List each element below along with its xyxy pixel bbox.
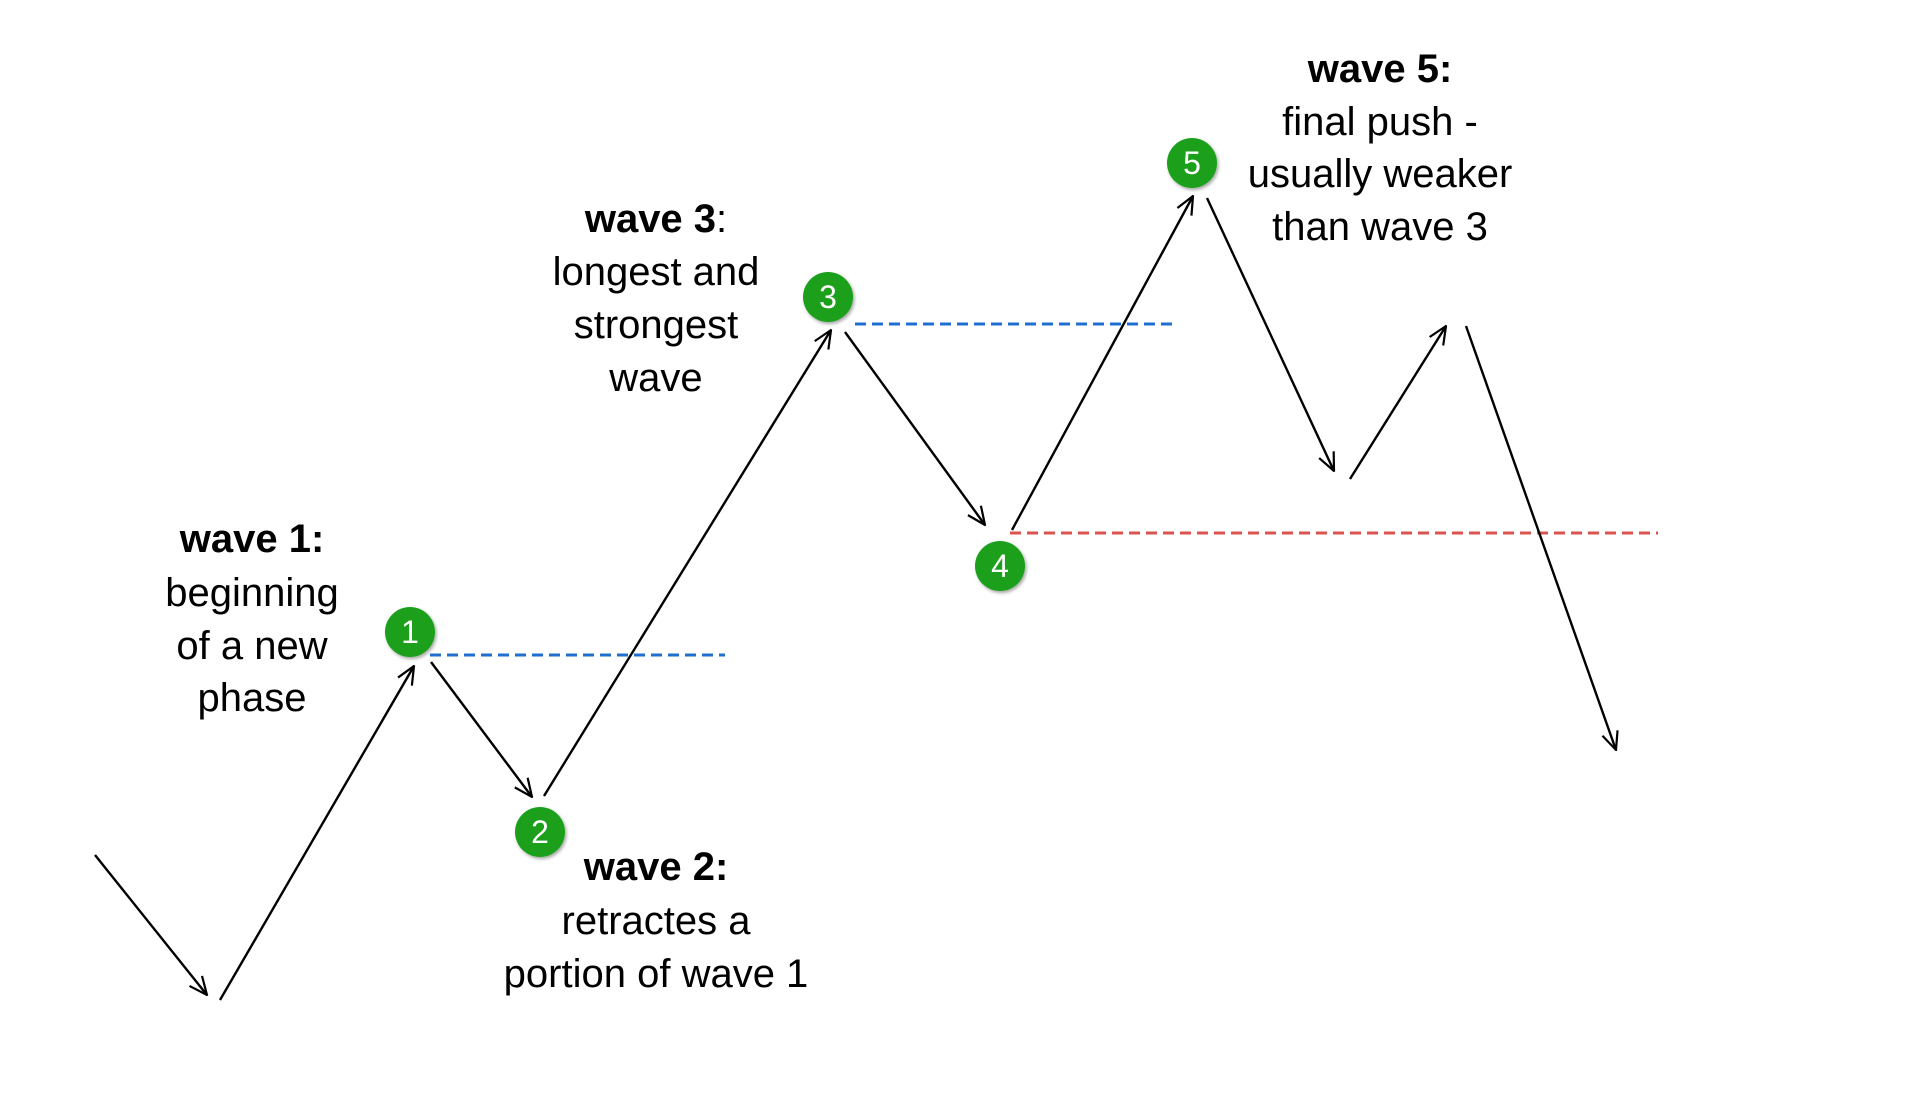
wave1-annotation: wave 1: beginning of a new phase xyxy=(165,517,339,720)
wave2-title: wave 2: xyxy=(583,845,729,889)
wave1-line: of a new xyxy=(176,624,327,668)
wave5-annotation: wave 5: final push - usually weaker than… xyxy=(1248,47,1513,249)
wave1-badge: 1 xyxy=(385,607,435,657)
svg-text:5: 5 xyxy=(1183,145,1201,181)
wave3-arrow xyxy=(542,330,831,797)
wave5-badge: 5 xyxy=(1167,138,1217,188)
wave5-line: than wave 3 xyxy=(1272,205,1488,249)
wave1-line: phase xyxy=(198,676,307,720)
wave3-line: longest and xyxy=(553,250,760,294)
wave1-line: beginning xyxy=(165,571,339,615)
wave5-line: final push - xyxy=(1282,100,1478,144)
wave2-badge: 2 xyxy=(515,807,565,857)
wave3-annotation: wave 3: longest and strongest wave xyxy=(553,197,760,400)
svg-text:3: 3 xyxy=(819,279,837,315)
wave4-arrow xyxy=(844,331,985,525)
wave5-arrow xyxy=(1010,196,1193,531)
wave3-title: wave 3: xyxy=(584,197,727,241)
svg-text:1: 1 xyxy=(401,614,419,650)
wave3-line: strongest xyxy=(574,303,739,347)
svg-text:2: 2 xyxy=(531,814,549,850)
svg-text:4: 4 xyxy=(991,548,1009,584)
wave5-line: usually weaker xyxy=(1248,152,1513,196)
wave2-annotation: wave 2: retractes a portion of wave 1 xyxy=(504,845,809,996)
prior-decline-arrow xyxy=(94,854,207,995)
wave5-title: wave 5: xyxy=(1307,47,1453,91)
wave1-title: wave 1: xyxy=(179,517,325,561)
wave2-arrow xyxy=(430,661,532,797)
wave3-badge: 3 xyxy=(803,272,853,322)
wave3-line: wave xyxy=(608,356,702,400)
wave2-line: portion of wave 1 xyxy=(504,952,809,996)
wave1-arrow xyxy=(218,666,414,1001)
wave2-line: retractes a xyxy=(562,899,752,943)
correction-b-arrow xyxy=(1348,326,1446,480)
correction-c-arrow xyxy=(1464,325,1616,750)
correction-a-arrow xyxy=(1205,197,1334,471)
wave4-badge: 4 xyxy=(975,541,1025,591)
